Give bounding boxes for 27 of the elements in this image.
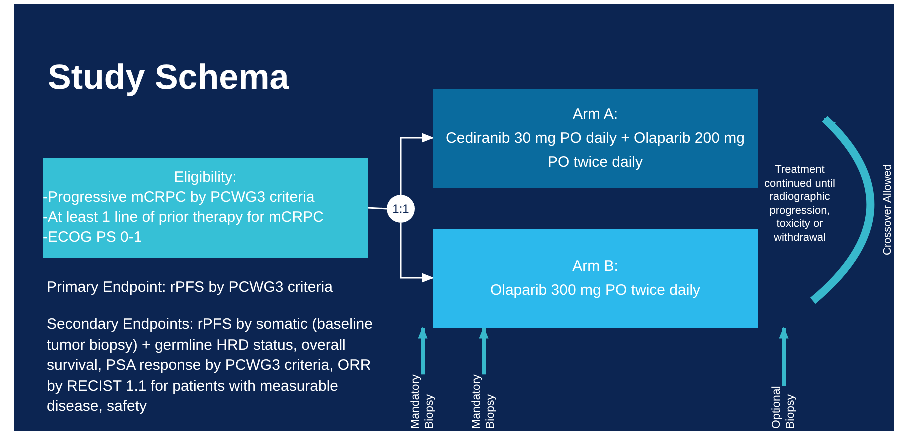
arrow xyxy=(400,133,434,195)
biopsy-label: Mandatory Biopsy xyxy=(470,374,498,429)
arrow xyxy=(418,326,428,375)
biopsy-label: Optional Biopsy xyxy=(770,386,798,429)
treatment-arm-box xyxy=(433,229,758,328)
ratio-label: 1:1 xyxy=(392,202,410,216)
criterion-text: -At least 1 line of prior therapy for mCRPC xyxy=(43,208,324,228)
arrow xyxy=(479,326,489,375)
endpoint-text: Primary Endpoint: rPFS by PCWG3 criteria xyxy=(47,279,334,296)
regimen-text: Olaparib 300 mg PO twice daily xyxy=(489,280,702,300)
endpoint-text: Secondary Endpoints: rPFS by somatic (baseline tumor biopsy) + germline HRD status, overall survival, PSA response by PCWG3 criteria, ORR by RECIST 1.1 for patients with measurable disease, safety xyxy=(47,315,374,417)
slide-title: Study Schema xyxy=(48,58,290,98)
arm-heading: Arm B: xyxy=(572,256,620,276)
eligibility-box xyxy=(43,158,368,258)
treatment-arm-box xyxy=(433,89,758,188)
arrow xyxy=(779,326,789,386)
curved-arrow xyxy=(810,116,874,304)
arm-heading: Arm A: xyxy=(572,104,619,124)
side-note: Treatment continued until radiographic progression, toxicity or withdrawal xyxy=(764,164,836,245)
criterion-text: -Progressive mCRPC by PCWG3 criteria xyxy=(43,188,315,208)
edge-label: Crossover Allowed xyxy=(881,163,895,258)
criterion-text: -ECOG PS 0-1 xyxy=(43,228,142,248)
connector-line xyxy=(368,207,388,210)
biopsy-label: Mandatory Biopsy xyxy=(409,374,437,429)
box-heading: Eligibility: xyxy=(174,168,237,188)
arrow xyxy=(400,223,434,283)
regimen-text: Cediranib 30 mg PO daily + Olaparib 200 mg PO twice daily xyxy=(446,128,746,172)
